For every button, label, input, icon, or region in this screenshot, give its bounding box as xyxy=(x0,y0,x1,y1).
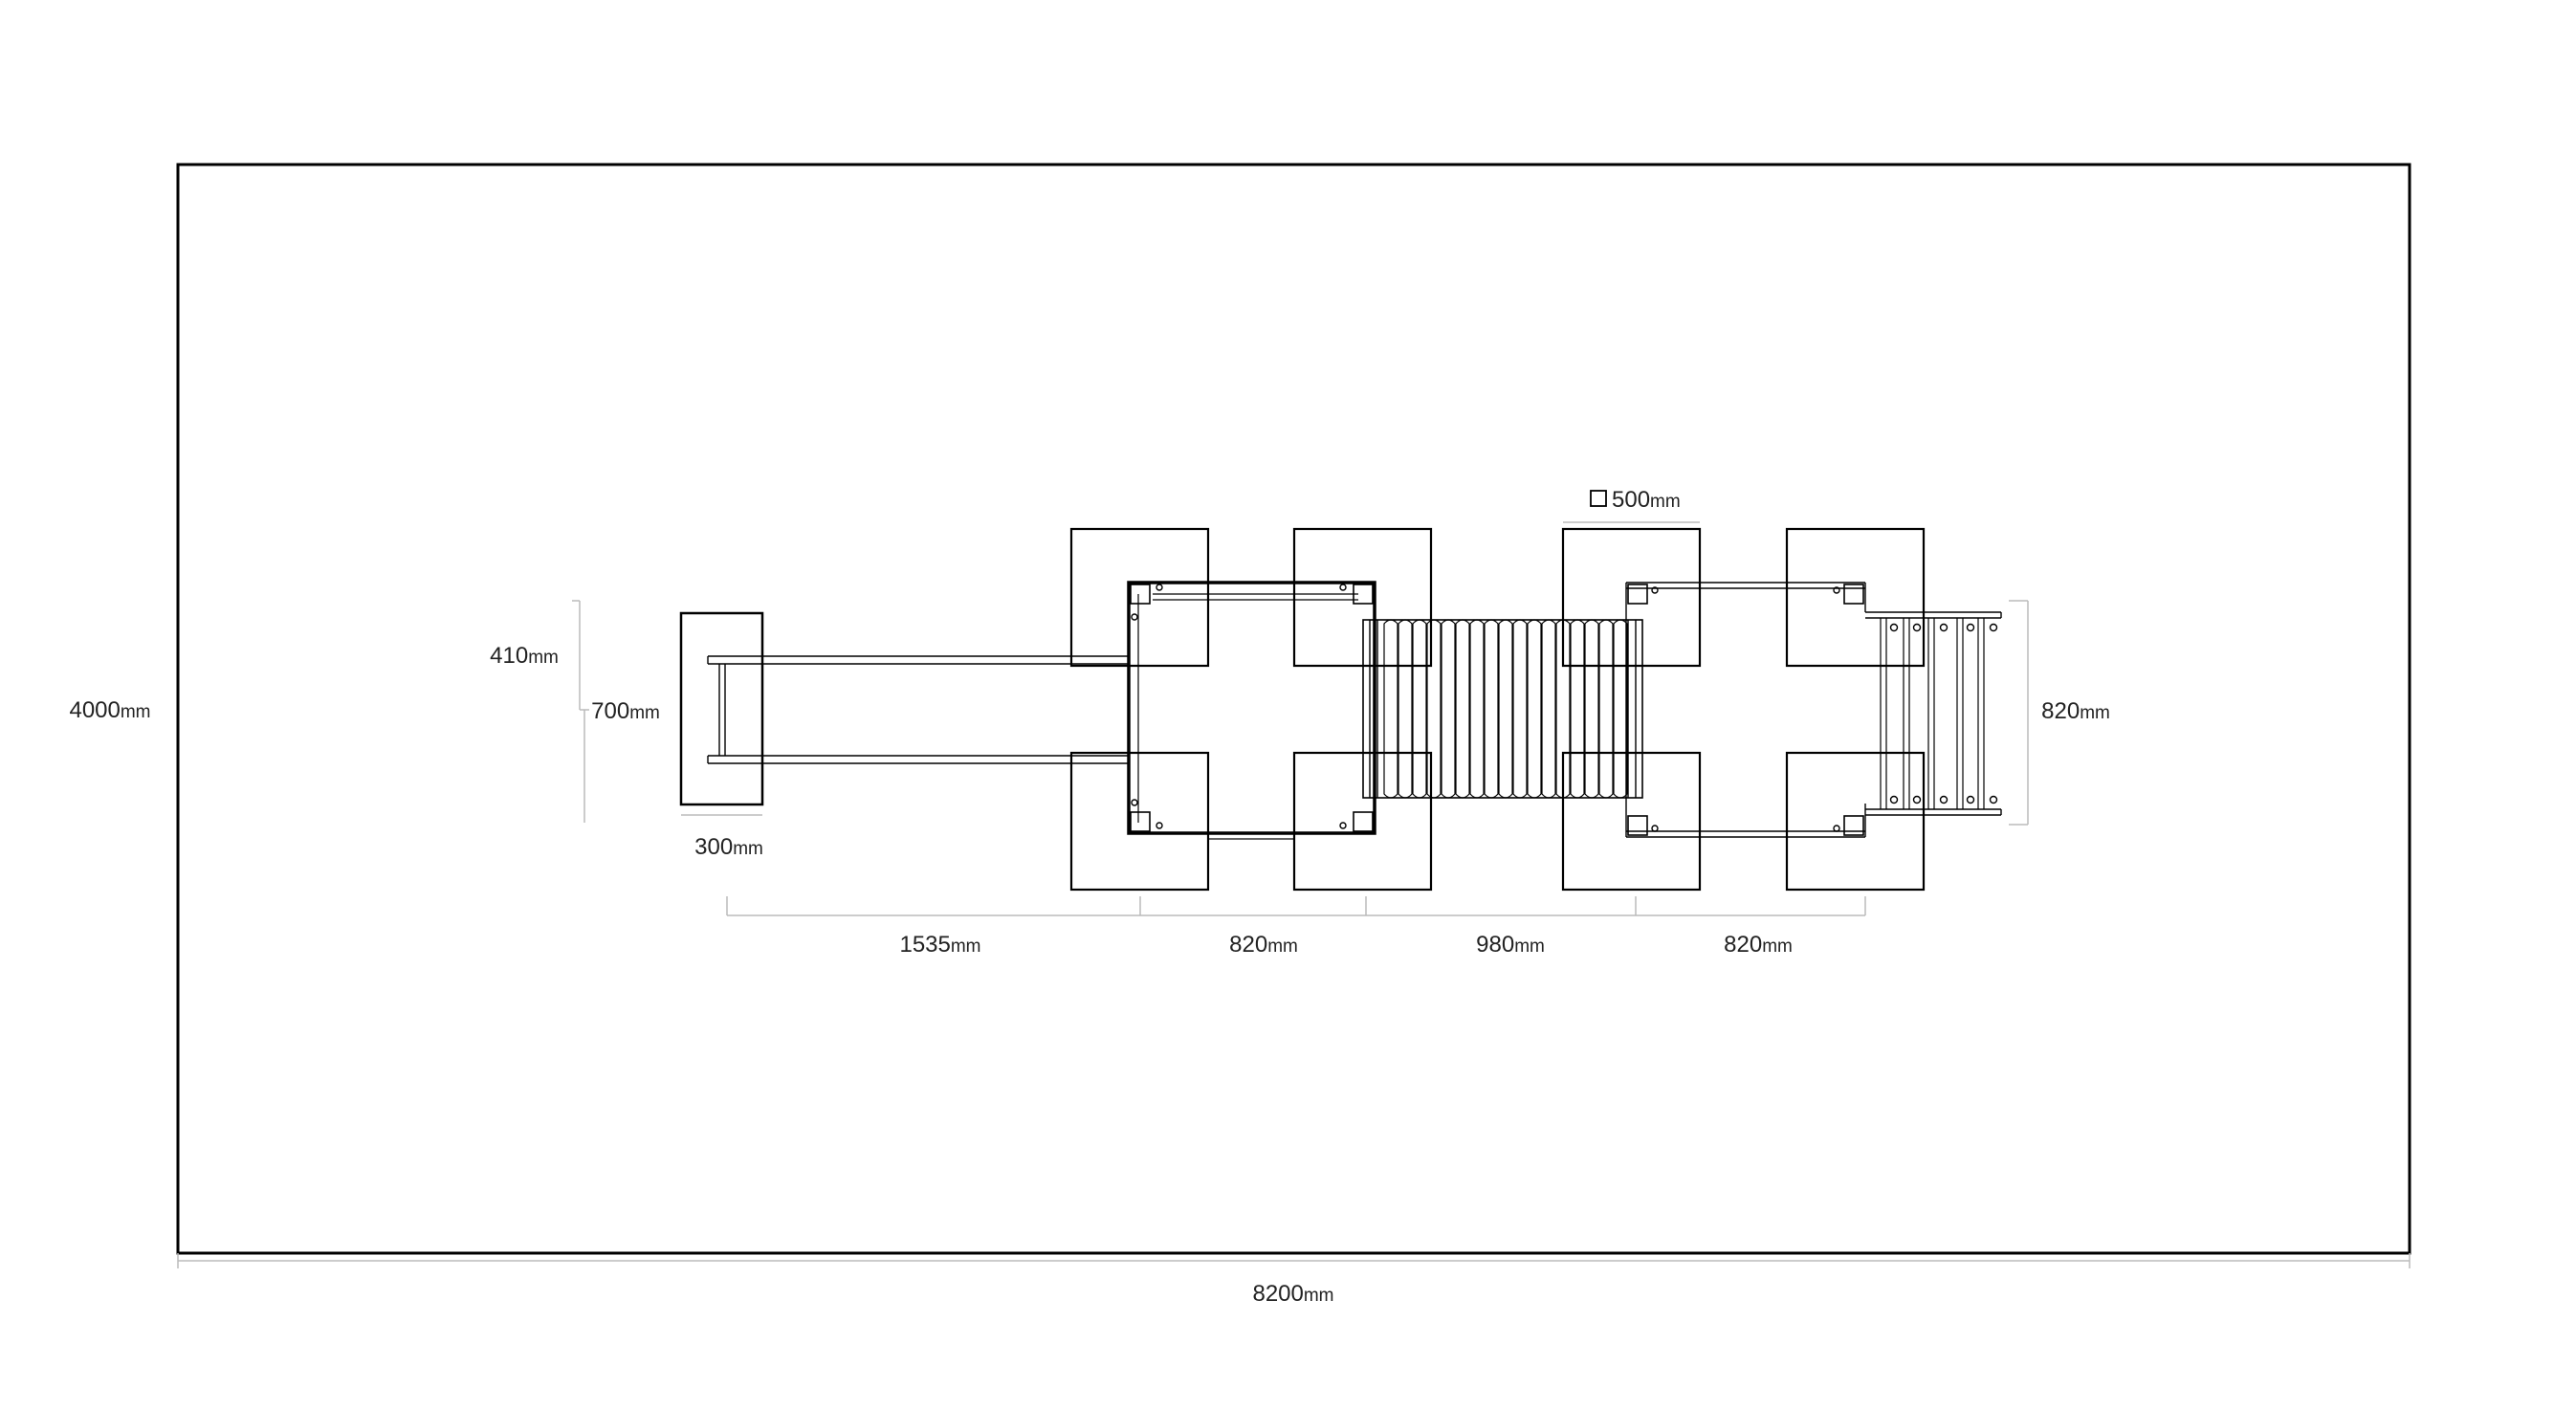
post-pad xyxy=(1785,751,1926,892)
post-pad xyxy=(1785,527,1926,668)
ladder-bolt xyxy=(1889,795,1899,804)
dim-820-second: 820mm xyxy=(1724,932,1793,958)
end-block xyxy=(679,611,764,806)
dim-410: 410mm xyxy=(490,643,559,669)
corner-brackets xyxy=(1130,584,1374,832)
dimension-guides xyxy=(572,521,2029,916)
overall-dimension-guides xyxy=(177,1253,2411,1268)
ladder-rails xyxy=(1865,611,2002,816)
dim-total-width: 8200mm xyxy=(1252,1281,1333,1307)
dim-700: 700mm xyxy=(591,698,660,724)
ladder-bolt xyxy=(1912,795,1922,804)
post-pad xyxy=(1561,527,1702,668)
post-pad xyxy=(1069,751,1210,892)
tunnel-rib xyxy=(1484,619,1499,799)
tunnel-rib xyxy=(1469,619,1485,799)
tunnel-rib xyxy=(1426,619,1442,799)
bolt-holes xyxy=(1131,584,1347,829)
tunnel-rib xyxy=(1398,619,1413,799)
bolt-holes xyxy=(1651,586,1840,832)
tunnel-rib xyxy=(1613,619,1628,799)
tunnel-rib xyxy=(1383,619,1398,799)
dim-1535: 1535mm xyxy=(899,932,980,958)
tunnel-end-rings xyxy=(1369,620,1637,798)
ladder-bolt xyxy=(1939,623,1949,632)
tunnel-rib xyxy=(1541,619,1556,799)
dim-980: 980mm xyxy=(1476,932,1545,958)
frame-rails xyxy=(1625,582,1866,838)
ladder-bolt xyxy=(1966,623,1975,632)
ladder-bolts xyxy=(1889,623,1998,804)
post-pad xyxy=(1069,527,1210,668)
ladder-bolt xyxy=(1989,623,1998,632)
dim-total-height: 4000mm xyxy=(69,697,150,723)
tunnel-rib xyxy=(1512,619,1528,799)
tunnel-outline xyxy=(1362,619,1643,799)
tunnel-rib xyxy=(1498,619,1513,799)
frame-rails xyxy=(1137,593,1358,840)
tunnel-rib xyxy=(1455,619,1470,799)
ladder-bolt xyxy=(1989,795,1998,804)
corner-brackets xyxy=(1627,584,1864,836)
tunnel-rib xyxy=(1584,619,1599,799)
dim-820-first: 820mm xyxy=(1229,932,1298,958)
rail-pair xyxy=(707,655,1129,764)
tunnel-rib xyxy=(1598,619,1614,799)
post-pad xyxy=(1561,751,1702,892)
site-boundary xyxy=(176,163,2411,1255)
square-outline-icon xyxy=(1590,490,1607,507)
ladder-rungs xyxy=(1880,618,1985,809)
tunnel-rib xyxy=(1555,619,1571,799)
tunnel-rib xyxy=(1412,619,1427,799)
dim-820-ladder: 820mm xyxy=(2041,698,2110,724)
module-frame xyxy=(1127,581,1376,835)
left-module xyxy=(1069,527,1433,892)
tunnel-ribs xyxy=(1383,619,1628,799)
ladder-bolt xyxy=(1912,623,1922,632)
left-rail-assembly xyxy=(679,611,1129,806)
tunnel-rib xyxy=(1527,619,1542,799)
dim-300: 300mm xyxy=(694,834,763,860)
corrugated-tunnel xyxy=(1362,619,1643,799)
ladder-assembly xyxy=(1865,611,2002,816)
tunnel-rib xyxy=(1570,619,1585,799)
ladder-bolt xyxy=(1966,795,1975,804)
ladder-bolt xyxy=(1889,623,1899,632)
right-module xyxy=(1561,527,1926,892)
ladder-bolt xyxy=(1939,795,1949,804)
tunnel-rib xyxy=(1441,619,1456,799)
dim-post-500: 500mm xyxy=(1612,487,1681,513)
